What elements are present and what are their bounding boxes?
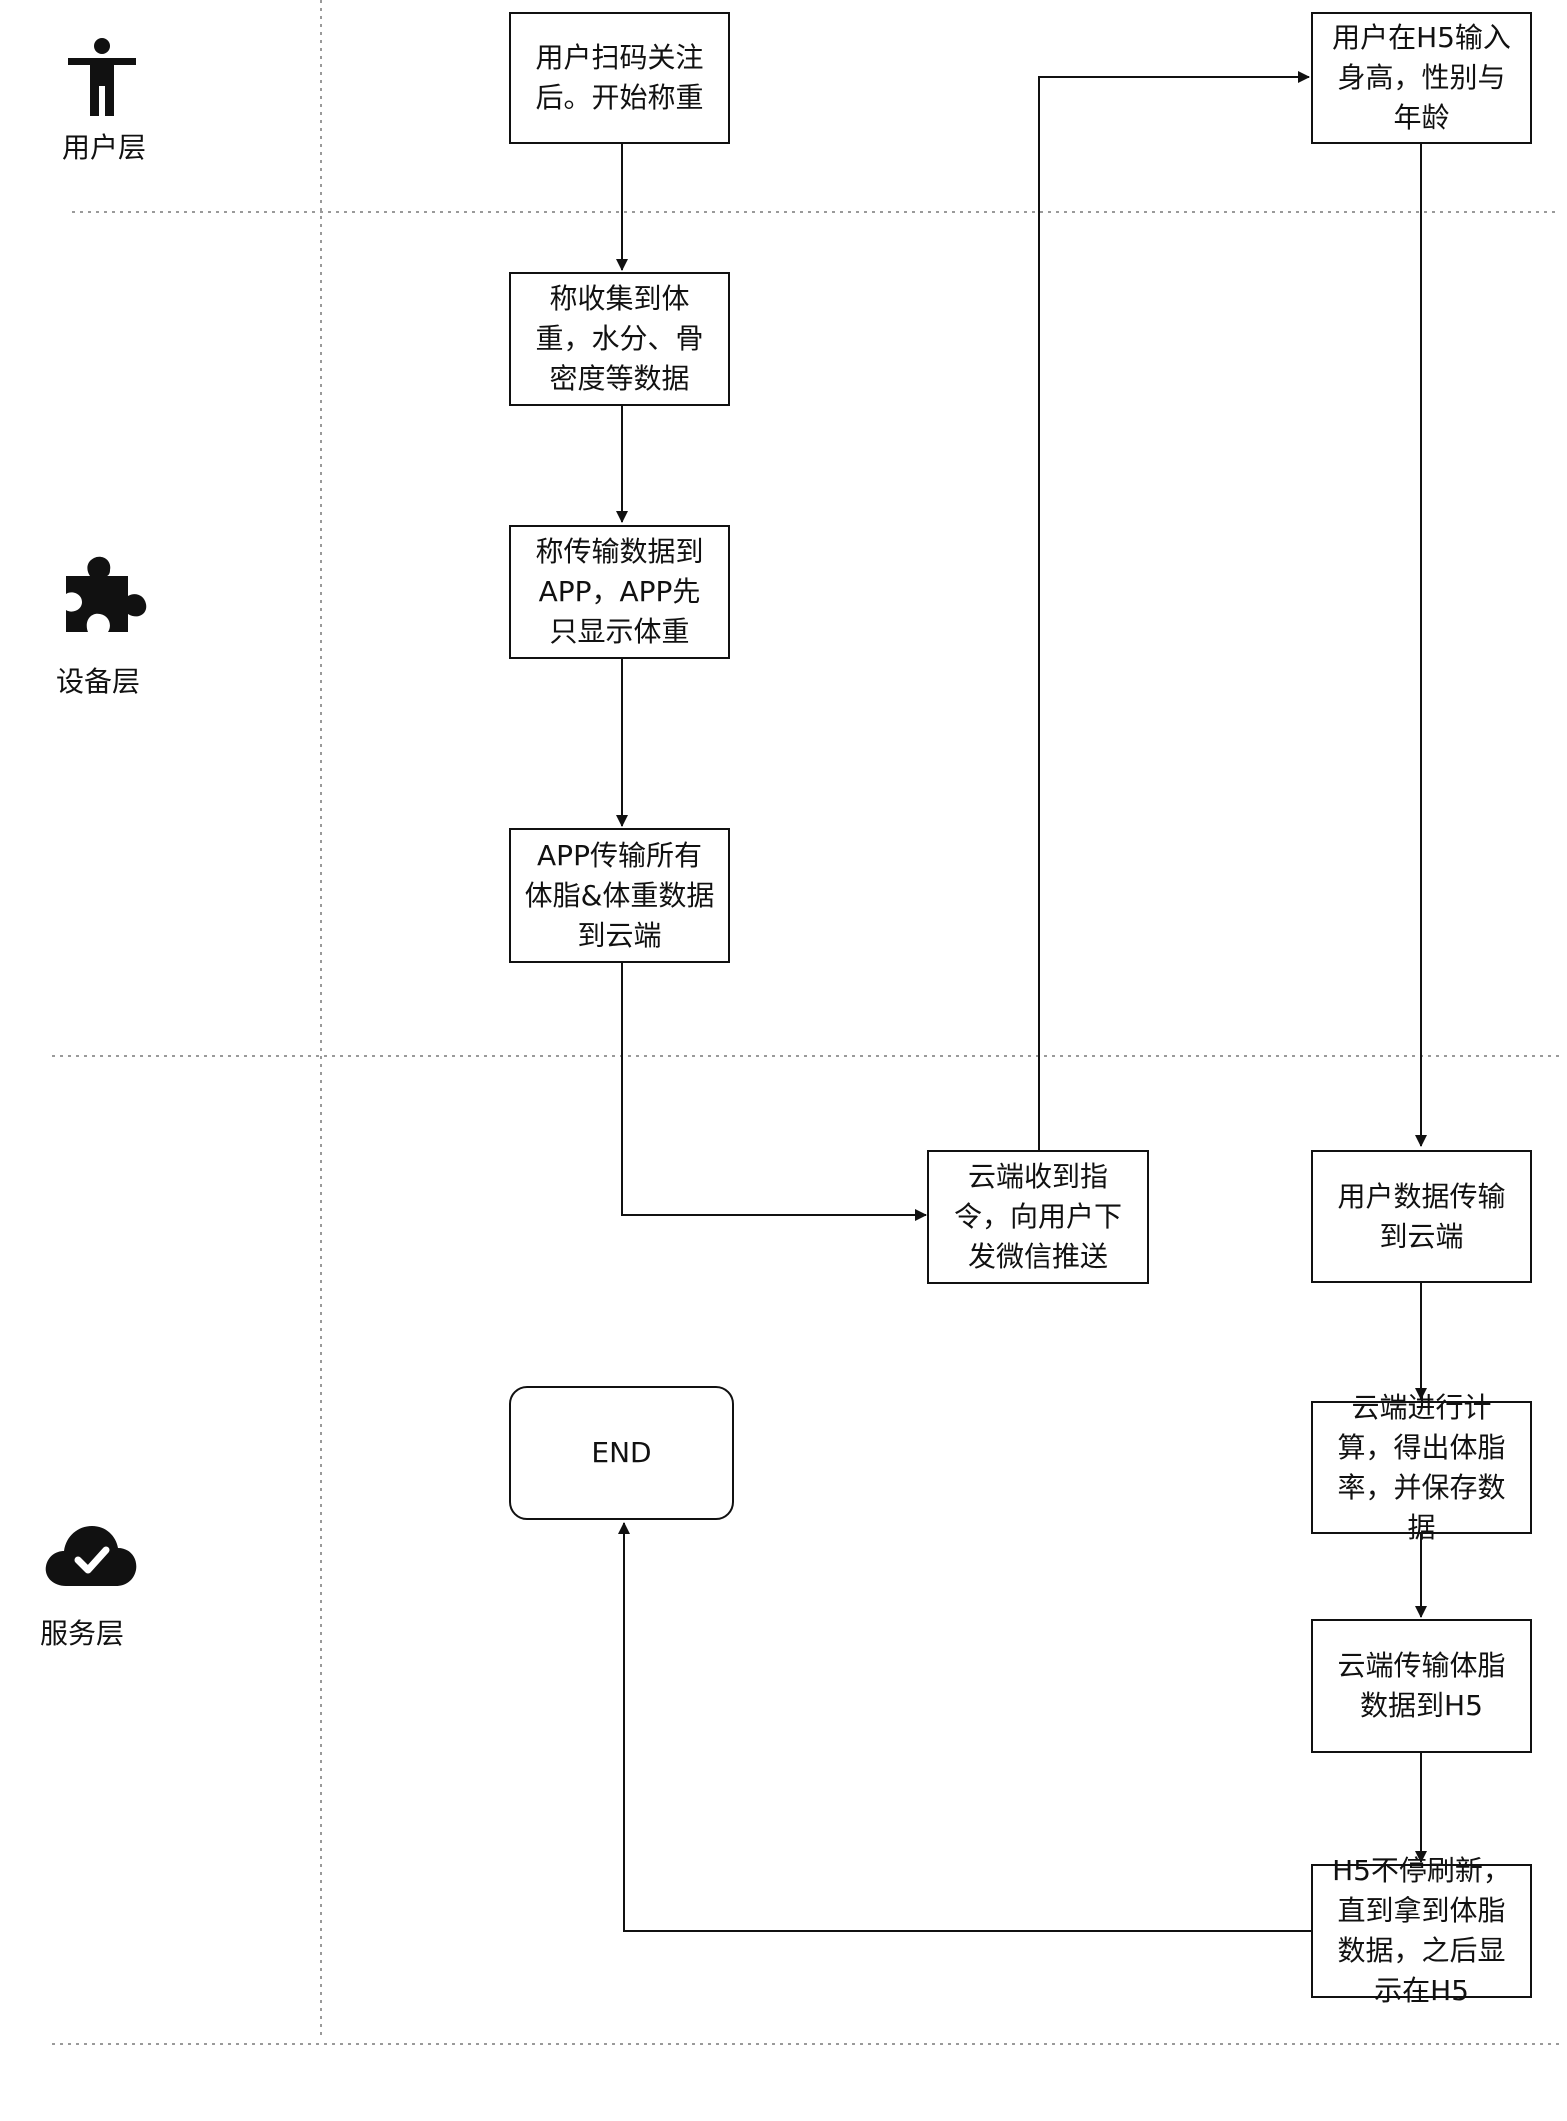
lane-label-device: 设备层 (56, 665, 141, 698)
node-h5-refresh[interactable]: H5不停刷新， 直到拿到体脂 数据，之后显 示在H5 (1311, 1854, 1532, 2007)
node-collect-data-text: 称收集到体 重，水分、骨 密度等数据 (535, 282, 704, 395)
node-cloud-to-h5-text: 云端传输体脂 数据到H5 (1337, 1649, 1506, 1722)
node-transmit-to-app[interactable]: 称传输数据到 APP，APP先 只显示体重 (509, 525, 730, 659)
node-transmit-to-app-text: 称传输数据到 APP，APP先 只显示体重 (535, 535, 704, 648)
node-user-data-to-cloud-text: 用户数据传输 到云端 (1337, 1179, 1506, 1253)
puzzle-piece-icon (66, 556, 147, 632)
lane-label-service: 服务层 (40, 1617, 125, 1650)
node-scan-follow[interactable]: 用户扫码关注 后。开始称重 (509, 12, 730, 144)
node-app-to-cloud[interactable]: APP传输所有 体脂&体重数据 到云端 (509, 828, 730, 963)
node-cloud-compute-text: 云端进行计 算，得出体脂 率，并保存数 据 (1337, 1390, 1506, 1544)
node-app-to-cloud-text: APP传输所有 体脂&体重数据 到云端 (524, 838, 715, 952)
node-collect-data[interactable]: 称收集到体 重，水分、骨 密度等数据 (509, 272, 730, 406)
node-user-data-to-cloud[interactable]: 用户数据传输 到云端 (1311, 1150, 1532, 1283)
person-icon (68, 38, 136, 116)
node-cloud-push[interactable]: 云端收到指 令，向用户下 发微信推送 (927, 1150, 1149, 1284)
arrow-refresh-to-end (618, 1522, 1311, 1932)
node-cloud-to-h5[interactable]: 云端传输体脂 数据到H5 (1311, 1619, 1532, 1753)
arrow-upload-to-push (621, 963, 927, 1221)
node-scan-follow-text: 用户扫码关注 后。开始称重 (535, 41, 704, 114)
node-cloud-compute[interactable]: 云端进行计 算，得出体脂 率，并保存数 据 (1311, 1391, 1532, 1544)
node-cloud-push-text: 云端收到指 令，向用户下 发微信推送 (953, 1160, 1122, 1273)
arrow-push-to-h5-input (1038, 71, 1310, 1150)
node-h5-input[interactable]: 用户在H5输入 身高，性别与 年龄 (1311, 12, 1532, 144)
cloud-check-icon (45, 1526, 137, 1586)
lane-label-user: 用户层 (62, 131, 147, 164)
node-h5-refresh-text: H5不停刷新， 直到拿到体脂 数据，之后显 示在H5 (1332, 1854, 1511, 2007)
node-h5-input-text: 用户在H5输入 身高，性别与 年龄 (1332, 21, 1511, 134)
node-end-text: END (591, 1436, 652, 1469)
node-end[interactable]: END (509, 1386, 734, 1520)
